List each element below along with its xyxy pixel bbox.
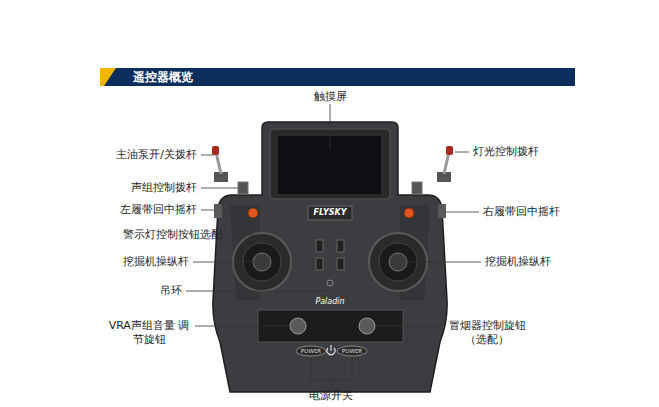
side-stick <box>438 204 446 218</box>
center-button <box>316 240 323 252</box>
power-button <box>337 346 367 356</box>
brand-logo: FLYSKY <box>314 208 347 218</box>
touch-screen <box>278 136 381 194</box>
button-text: POWER <box>301 348 321 355</box>
side-stick <box>214 204 222 218</box>
part-label: VRA声组音量 调节旋钮 <box>107 319 191 347</box>
bracket-line <box>331 380 332 387</box>
leader-line <box>445 212 479 213</box>
leader-line <box>226 219 253 235</box>
toggle-lever <box>444 152 449 174</box>
part-label: 声组控制拨杆 <box>131 181 197 195</box>
title-band <box>100 68 575 86</box>
bracket-line <box>311 357 352 380</box>
power-symbol <box>330 345 331 351</box>
part-label: 触摸屏 <box>314 90 347 104</box>
warning-button <box>248 208 258 218</box>
part-label: 警示灯控制按钮选配 <box>123 228 222 242</box>
small-toggle <box>238 182 248 194</box>
part-label: 挖掘机操纵杆 <box>485 255 551 269</box>
logo-plate <box>308 206 352 220</box>
toggle-tip <box>446 146 453 155</box>
smoke-knob <box>359 318 375 334</box>
leader-line <box>201 188 238 189</box>
leader-line <box>406 262 481 263</box>
part-label: 吊环 <box>160 284 182 298</box>
leader-line <box>201 155 214 156</box>
warning-button <box>404 208 414 218</box>
part-label: 电源开关 <box>309 389 353 403</box>
joystick-cap <box>253 253 271 271</box>
leader-line <box>193 262 254 263</box>
section-title: 遥控器概览 <box>133 70 193 85</box>
joystick-cap <box>389 253 407 271</box>
toggle-tip <box>212 146 219 155</box>
center-button <box>337 258 344 270</box>
leader-line <box>455 152 469 153</box>
leader-line <box>186 291 327 292</box>
power-button <box>296 346 326 356</box>
title-accent <box>100 68 116 86</box>
leader-line <box>195 326 290 327</box>
part-label: 左履带回中摇杆 <box>120 203 197 217</box>
center-button <box>316 258 323 270</box>
leader-line <box>201 210 215 211</box>
toggle-lever <box>216 152 221 174</box>
lanyard-ring <box>327 280 333 286</box>
part-label: 灯光控制拨杆 <box>473 145 539 159</box>
model-name: Paladin <box>315 297 344 307</box>
controller-body <box>213 122 447 392</box>
part-label: 主油泵开/关拨杆 <box>116 148 197 162</box>
button-text: POWER <box>342 348 362 355</box>
leader-line <box>330 104 331 150</box>
part-label: 冒烟器控制旋钮 （选配） <box>445 319 529 347</box>
small-toggle <box>412 182 422 194</box>
volume-knob <box>290 318 306 334</box>
part-label: 挖掘机操纵杆 <box>123 255 189 269</box>
center-button <box>337 240 344 252</box>
part-label: 右履带回中摇杆 <box>483 205 560 219</box>
leader-line <box>375 326 441 327</box>
